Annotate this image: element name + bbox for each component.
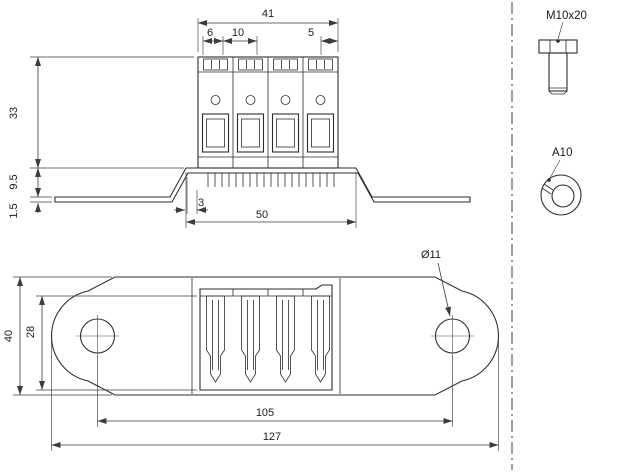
washer-outer (540, 174, 582, 216)
bolt-shank (548, 52, 568, 92)
pole-dividers (232, 57, 304, 168)
dim-block-height: 33 (8, 107, 20, 119)
dim-hole-spacing: 105 (256, 407, 274, 419)
washer-label: A10 (552, 147, 572, 159)
dim-plateau-width: 50 (256, 209, 268, 221)
mounting-holes (76, 315, 474, 357)
plan-view: 40 28 105 127 Ø11 (3, 249, 499, 451)
dim-bracket-height: 9.5 (8, 174, 20, 189)
front-view: 41 6 10 5 33 9.5 1.5 3 50 (8, 8, 471, 228)
block-plan-outline (199, 284, 333, 391)
dim-inner-width: 28 (25, 326, 37, 338)
bracket-plan-outline (51, 276, 499, 396)
bolt-label: M10x20 (546, 10, 587, 22)
solder-pins (207, 173, 335, 187)
dim-plate-thickness: 1.5 (8, 203, 20, 218)
bend-lines (191, 278, 341, 394)
terminal-block-front (197, 56, 339, 169)
front-view-dimensions: 41 6 10 5 33 9.5 1.5 3 50 (8, 8, 357, 228)
dim-overall-width: 41 (262, 8, 274, 20)
block-horizontal-lines (198, 71, 338, 158)
washer-split (541, 183, 554, 195)
bolt-part: M10x20 (538, 10, 587, 95)
parts-panel: M10x20 A10 (511, 2, 587, 470)
bracket-front (54, 167, 471, 203)
test-holes (210, 95, 326, 105)
contact-blades (206, 295, 330, 383)
washer-inner (551, 184, 575, 208)
dim-offset-left: 6 (207, 27, 213, 39)
dim-overall-height: 40 (3, 330, 15, 342)
dim-overall-length: 127 (263, 431, 281, 443)
terminal-block-plan (199, 284, 333, 391)
bolt-thread (548, 87, 568, 95)
bracket-outline (54, 167, 471, 203)
dim-pitch: 10 (232, 27, 244, 39)
dim-hole-diameter: Ø11 (421, 249, 441, 261)
clamp-screws (203, 58, 333, 71)
washer-part: A10 (540, 147, 582, 216)
wire-windows (201, 113, 335, 153)
dim-offset-right: 5 (308, 27, 314, 39)
dim-foot-offset: 3 (198, 197, 204, 209)
plan-view-dimensions: 40 28 105 127 Ø11 (3, 249, 499, 451)
